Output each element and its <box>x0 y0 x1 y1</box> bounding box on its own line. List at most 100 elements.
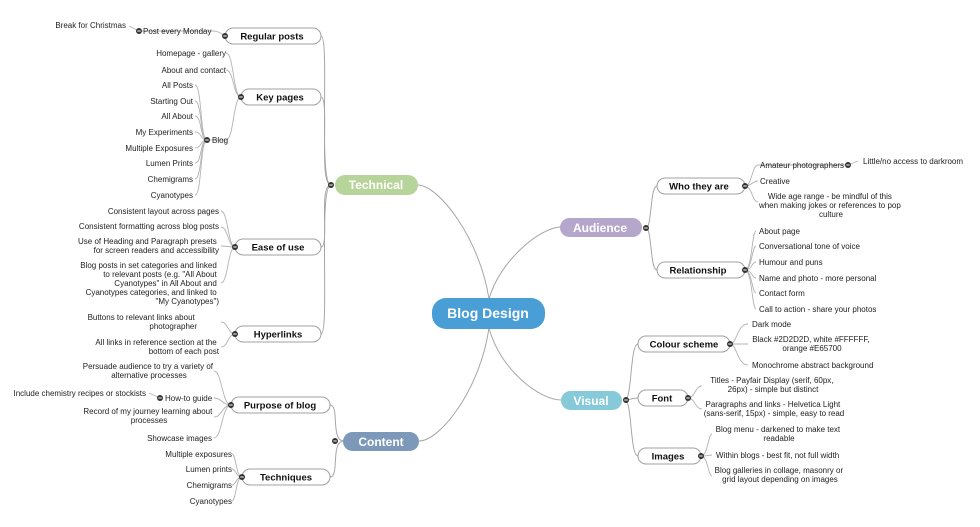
leaf-blog-item[interactable]: My Experiments <box>136 128 193 137</box>
collapse-minus-icon[interactable] <box>643 225 649 231</box>
collapse-minus-icon[interactable] <box>228 402 234 408</box>
leaf-blog[interactable]: Blog <box>212 136 228 145</box>
subtopic-label: Techniques <box>260 473 312 484</box>
subtopic-key-pages[interactable]: Key pages <box>240 88 322 106</box>
leaf-break-for-christmas[interactable]: Break for Christmas <box>55 21 126 30</box>
subtopic-images[interactable]: Images <box>637 447 702 465</box>
leaf-blog-item[interactable]: All Posts <box>162 81 193 90</box>
leaf-chemistry-recipes[interactable]: Include chemistry recipes or stockists <box>14 389 147 398</box>
collapse-minus-icon[interactable] <box>742 183 748 189</box>
leaf-buttons-links[interactable]: Buttons to relevant links about photogra… <box>88 313 198 331</box>
collapse-minus-icon[interactable] <box>727 341 733 347</box>
leaf-relationship[interactable]: Contact form <box>759 289 805 298</box>
leaf-titles-font[interactable]: Titles - Payfair Display (serif, 60px, 2… <box>710 376 836 394</box>
leaf-within-blogs[interactable]: Within blogs - best fit, not full width <box>716 451 839 460</box>
leaf-monochrome-bg[interactable]: Monochrome abstract background <box>752 361 873 370</box>
leaf-creative[interactable]: Creative <box>760 177 790 186</box>
subtopic-label: Colour scheme <box>650 340 719 351</box>
central-topic[interactable]: Blog Design <box>432 298 545 329</box>
collapse-minus-icon[interactable] <box>742 267 748 273</box>
leaf-technique[interactable]: Chemigrams <box>187 481 232 490</box>
subtopic-ease-of-use[interactable]: Ease of use <box>234 238 322 256</box>
subtopic-relationship[interactable]: Relationship <box>656 261 746 279</box>
collapse-minus-icon[interactable] <box>136 28 142 34</box>
main-topic-technical[interactable]: Technical <box>335 175 418 195</box>
collapse-minus-icon[interactable] <box>222 33 228 39</box>
subtopic-purpose-of-blog[interactable]: Purpose of blog <box>230 396 331 414</box>
subtopic-label: Images <box>652 452 685 463</box>
leaf-blog-galleries[interactable]: Blog galleries in collage, masonry or gr… <box>715 466 846 484</box>
leaf-blog-item[interactable]: Cyanotypes <box>151 191 193 200</box>
subtopic-who-they-are[interactable]: Who they are <box>656 177 746 195</box>
ease-of-use-leaves: Consistent layout across pages Consisten… <box>78 207 219 306</box>
relationship-leaves: About page Conversational tone of voice … <box>759 227 877 314</box>
subtopic-label: Hyperlinks <box>254 330 303 341</box>
hyperlinks-leaves: Buttons to relevant links about photogra… <box>88 313 220 356</box>
central-topic-box <box>432 298 545 329</box>
leaf-consistent-formatting[interactable]: Consistent formatting across blog posts <box>79 222 219 231</box>
subtopic-label: Regular posts <box>240 32 303 43</box>
leaf-relationship[interactable]: Conversational tone of voice <box>759 242 861 251</box>
leaf-technique[interactable]: Lumen prints <box>186 465 232 474</box>
subtopic-label: Font <box>652 394 673 405</box>
collapse-minus-icon[interactable] <box>239 474 245 480</box>
collapse-minus-icon[interactable] <box>685 395 691 401</box>
collapse-minus-icon[interactable] <box>845 162 851 168</box>
leaf-showcase-images[interactable]: Showcase images <box>147 434 212 443</box>
leaf-consistent-layout[interactable]: Consistent layout across pages <box>108 207 219 216</box>
subtopic-label: Ease of use <box>252 243 305 254</box>
leaf-persuade[interactable]: Persuade audience to try a variety of al… <box>83 362 216 380</box>
collapse-dots[interactable] <box>136 28 851 480</box>
leaf-relationship[interactable]: About page <box>759 227 800 236</box>
leaf-paragraph-font[interactable]: Paragraphs and links - Helvetica Light (… <box>704 400 845 418</box>
leaf-blog-item[interactable]: All About <box>161 112 193 121</box>
leaf-colour-values[interactable]: Black #2D2D2D, white #FFFFFF, orange #E6… <box>752 335 872 353</box>
leaf-blog-item[interactable]: Multiple Exposures <box>125 144 193 153</box>
collapse-minus-icon[interactable] <box>204 137 210 143</box>
leaf-post-every-monday[interactable]: Post every Monday <box>143 27 211 36</box>
leaf-relationship[interactable]: Call to action - share your photos <box>759 305 876 314</box>
leaf-relationship[interactable]: Name and photo - more personal <box>759 274 877 283</box>
leaf-age-range[interactable]: Wide age range - be mindful of this when… <box>758 192 903 219</box>
leaf-dark-mode[interactable]: Dark mode <box>752 320 792 329</box>
leaf-blog-item[interactable]: Chemigrams <box>148 175 193 184</box>
subtopic-label: Who they are <box>669 182 729 193</box>
leaf-darkroom-access[interactable]: Little/no access to darkroom <box>863 157 963 166</box>
visual-label: Visual <box>573 394 608 408</box>
collapse-minus-icon[interactable] <box>238 94 244 100</box>
leaf-homepage[interactable]: Homepage - gallery <box>156 49 226 58</box>
leaf-blog-menu[interactable]: Blog menu - darkened to make text readab… <box>716 425 843 443</box>
leaf-technique[interactable]: Cyanotypes <box>190 497 232 506</box>
leaf-record-journey[interactable]: Record of my journey learning about proc… <box>83 407 214 425</box>
main-topic-visual[interactable]: Visual <box>561 391 622 410</box>
leaf-heading-presets[interactable]: Use of Heading and Paragraph presets for… <box>78 237 219 255</box>
main-topic-audience[interactable]: Audience <box>560 218 642 237</box>
collapse-minus-icon[interactable] <box>698 453 704 459</box>
main-topic-content[interactable]: Content <box>343 432 419 451</box>
collapse-minus-icon[interactable] <box>332 438 338 444</box>
collapse-minus-icon[interactable] <box>157 395 163 401</box>
central-topic-label: Blog Design <box>447 305 529 321</box>
subtopic-regular-posts[interactable]: Regular posts <box>224 27 322 45</box>
leaf-reference-links[interactable]: All links in reference section at the bo… <box>95 338 219 356</box>
collapse-minus-icon[interactable] <box>232 331 238 337</box>
collapse-minus-icon[interactable] <box>623 397 629 403</box>
leaf-blog-item[interactable]: Starting Out <box>150 97 193 106</box>
leaf-relationship[interactable]: Humour and puns <box>759 258 823 267</box>
technical-label: Technical <box>349 178 403 192</box>
subtopic-hyperlinks[interactable]: Hyperlinks <box>234 325 322 343</box>
subtopic-colour-scheme[interactable]: Colour scheme <box>637 335 731 353</box>
subtopic-techniques[interactable]: Techniques <box>241 468 331 486</box>
leaf-blog-categories[interactable]: Blog posts in set categories and linked … <box>80 261 219 306</box>
content-box <box>343 432 419 451</box>
collapse-minus-icon[interactable] <box>328 182 334 188</box>
leaf-blog-item[interactable]: Lumen Prints <box>146 159 193 168</box>
leaf-amateur-photographers[interactable]: Amateur photographers <box>760 161 844 170</box>
collapse-minus-icon[interactable] <box>232 244 238 250</box>
leaf-about-contact[interactable]: About and contact <box>162 66 227 75</box>
font-leaves: Titles - Payfair Display (serif, 60px, 2… <box>704 376 845 418</box>
leaf-how-to-guide[interactable]: How-to guide <box>165 394 213 403</box>
who-they-are-leaves: Amateur photographers Little/no access t… <box>758 157 963 219</box>
leaf-technique[interactable]: Multiple exposures <box>165 450 232 459</box>
subtopic-font[interactable]: Font <box>637 389 689 407</box>
